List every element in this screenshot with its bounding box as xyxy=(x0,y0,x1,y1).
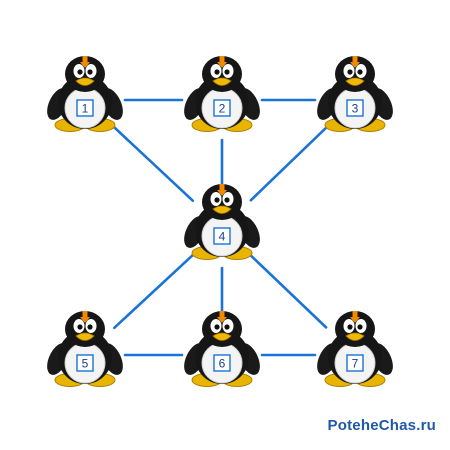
node-label-4: 4 xyxy=(219,230,226,244)
node-label-box xyxy=(346,99,364,117)
node-label-2: 2 xyxy=(219,102,226,116)
edge-4-5 xyxy=(113,253,194,330)
edges-layer xyxy=(112,98,328,357)
penguin-node-1: 1 xyxy=(47,56,123,132)
penguin-node-3: 3 xyxy=(317,56,393,132)
node-label-1: 1 xyxy=(82,102,89,116)
node-label-5: 5 xyxy=(82,357,89,371)
watermark-text: PoteheChas.ru xyxy=(327,417,436,434)
penguin-icon xyxy=(184,311,260,387)
penguin-icon xyxy=(47,311,123,387)
penguin-node-2: 2 xyxy=(184,56,260,132)
edge-3-4 xyxy=(249,126,328,202)
penguin-icon xyxy=(184,184,260,260)
node-label-box xyxy=(213,99,231,117)
node-label-7: 7 xyxy=(352,357,359,371)
penguin-icon xyxy=(317,56,393,132)
nodes-layer: 1 2 3 4 5 6 7 xyxy=(47,56,393,387)
node-label-box xyxy=(76,99,94,117)
penguin-icon xyxy=(184,56,260,132)
node-label-6: 6 xyxy=(219,357,226,371)
edge-1-4 xyxy=(112,126,195,202)
penguin-node-4: 4 xyxy=(184,184,260,260)
node-label-box xyxy=(346,354,364,372)
penguin-node-5: 5 xyxy=(47,311,123,387)
penguin-icon xyxy=(47,56,123,132)
penguin-node-6: 6 xyxy=(184,311,260,387)
penguin-icon xyxy=(317,311,393,387)
node-label-box xyxy=(213,227,231,245)
node-label-box xyxy=(76,354,94,372)
node-label-box xyxy=(213,354,231,372)
penguin-node-7: 7 xyxy=(317,311,393,387)
node-label-3: 3 xyxy=(352,102,359,116)
edge-4-7 xyxy=(249,254,328,329)
